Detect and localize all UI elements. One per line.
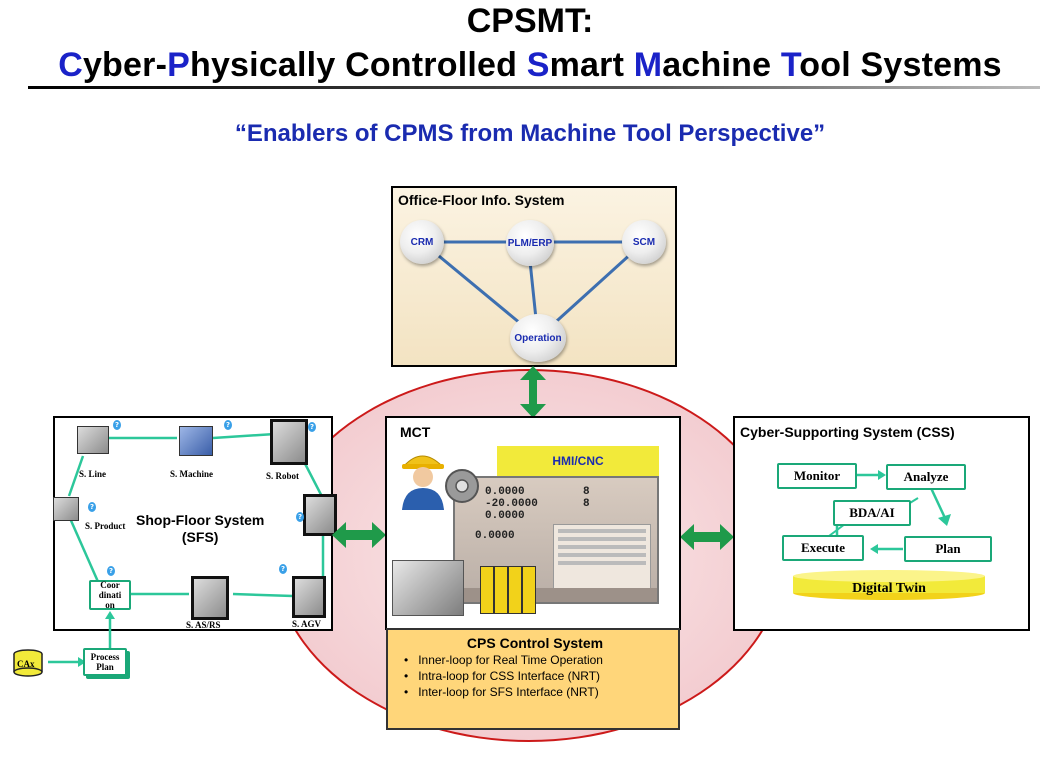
arrow-vertical-icon [520, 366, 546, 418]
cps-item: Inter-loop for SFS Interface (NRT) [404, 684, 603, 700]
screen-value: 0.0000 [485, 510, 525, 522]
pin-icon: ? [279, 564, 287, 574]
office-floor-title: Office-Floor Info. System [398, 192, 565, 208]
machine-tool-image [392, 560, 464, 616]
subtitle-part: yber- [82, 46, 168, 84]
node-plm-erp: PLM/ERP [506, 220, 554, 266]
coordination-box: Coor dinati on [89, 580, 131, 610]
node-crm: CRM [400, 220, 444, 264]
bda-ai-box: BDA/AI [833, 500, 911, 526]
pin-icon: ? [88, 502, 96, 512]
page-title: CPSMT: [466, 2, 594, 40]
program-listing [553, 524, 651, 590]
subtitle-part: achine [662, 46, 781, 84]
shop-floor-title-line2: (SFS) [181, 529, 219, 545]
cps-title: CPS Control System [466, 635, 604, 651]
controller-modules-image [480, 566, 536, 614]
screen-value: 0.0000 [485, 486, 525, 498]
subtitle-part: P [167, 46, 190, 84]
page-subtitle: Cyber-Physically Controlled Smart Machin… [0, 46, 1060, 85]
subtitle-part: C [58, 46, 83, 84]
subtitle-part: S [526, 46, 550, 84]
screen-value: 0.0000 [475, 530, 515, 542]
machine-image [179, 426, 213, 456]
label-line: S. Line [79, 469, 107, 479]
subtitle-part: mart [549, 46, 634, 84]
shop-floor-title: Shop-Floor System (SFS) [136, 512, 264, 546]
monitor-box: Monitor [777, 463, 857, 489]
side-machine-image [303, 494, 337, 536]
cps-item: Inner-loop for Real Time Operation [404, 652, 603, 668]
pin-icon: ? [224, 420, 232, 430]
cnc-screen: 0.0000 -20.0000 0.0000 0.0000 8 8 [453, 476, 659, 604]
screen-values: 0.0000 -20.0000 0.0000 [485, 486, 538, 522]
plan-box: Plan [904, 536, 992, 562]
screen-values-right: 8 8 [583, 486, 590, 510]
mct-title: MCT [400, 424, 431, 440]
label-cax: CAx [17, 659, 35, 669]
label-asrs: S. AS/RS [186, 620, 221, 630]
product-image [53, 497, 79, 521]
execute-box: Execute [782, 535, 864, 561]
css-title: Cyber-Supporting System (CSS) [740, 424, 955, 440]
label-robot: S. Robot [266, 471, 300, 481]
cps-list: Inner-loop for Real Time Operation Intra… [394, 652, 603, 700]
arrow-up-icon [105, 611, 115, 648]
screen-value: 8 [583, 486, 590, 498]
tagline: “Enablers of CPMS from Machine Tool Pers… [234, 120, 826, 147]
agv-image [292, 576, 326, 618]
label-machine: S. Machine [170, 469, 214, 479]
digital-twin-disk [793, 570, 985, 600]
pin-icon: ? [113, 420, 121, 430]
label-product: S. Product [85, 521, 126, 531]
node-scm: SCM [622, 220, 666, 264]
cps-control-panel: CPS Control System Inner-loop for Real T… [386, 628, 680, 730]
line-image [77, 426, 109, 454]
label-agv: S. AGV [292, 619, 322, 629]
subtitle-part: M [633, 46, 663, 84]
screen-value: 8 [583, 498, 590, 510]
operator-icon [402, 455, 479, 510]
subtitle-part: hysically Controlled [189, 46, 527, 84]
arrow-left-right-icon [680, 524, 734, 550]
pin-icon: ? [107, 566, 115, 576]
asrs-image [191, 576, 229, 620]
screen-value: -20.0000 [485, 498, 538, 510]
process-plan-box: Process Plan [83, 648, 127, 676]
digital-twin-label: Digital Twin [852, 581, 926, 596]
cps-item: Intra-loop for CSS Interface (NRT) [404, 668, 603, 684]
node-operation: Operation [510, 314, 566, 362]
pin-icon: ? [296, 512, 304, 522]
robot-image [270, 419, 308, 465]
shop-floor-title-line1: Shop-Floor System [136, 512, 265, 528]
analyze-box: Analyze [886, 464, 966, 490]
title-divider [28, 86, 1040, 89]
arrow-left-right-icon [332, 522, 386, 548]
css-flow [828, 470, 951, 554]
subtitle-part: T [780, 46, 800, 84]
subtitle-part: ool Systems [799, 46, 1002, 84]
hmi-banner: HMI/CNC [497, 446, 659, 476]
pin-icon: ? [308, 422, 316, 432]
cax-flow [13, 649, 86, 677]
